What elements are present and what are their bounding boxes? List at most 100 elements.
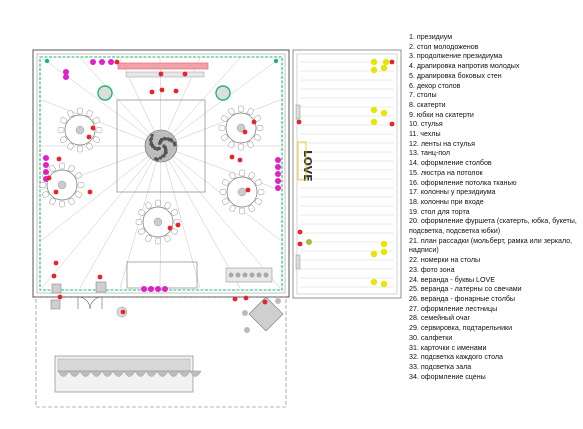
stage	[54, 355, 202, 393]
chair	[135, 219, 143, 225]
number-marker	[232, 296, 238, 302]
hall-inner-wall	[36, 53, 286, 294]
presidium-column-left	[97, 85, 113, 101]
legend-item: 24. веранда - буквы LOVE	[409, 275, 495, 284]
chandelier	[144, 129, 178, 163]
table-centerpiece	[236, 123, 246, 133]
ceiling-fabric-line	[160, 145, 281, 191]
number-marker	[46, 175, 52, 181]
chandelier-crystal	[163, 137, 168, 141]
lantern-marker	[380, 64, 388, 72]
number-marker	[51, 273, 57, 279]
chair	[137, 209, 146, 216]
chair	[247, 140, 254, 149]
buffet-decoration	[228, 272, 269, 278]
buffet-bouquet	[235, 272, 241, 278]
ribbon-marker	[43, 155, 49, 161]
number-marker	[86, 134, 92, 140]
chair	[59, 162, 65, 170]
legend-item: 15. люстра на потолок	[409, 168, 483, 177]
ribbon-marker	[275, 185, 281, 191]
chandelier-crystal	[149, 137, 154, 141]
chair	[74, 191, 83, 198]
entrance-doors	[77, 296, 103, 310]
legend-item: 33. подсветка зала	[409, 362, 472, 371]
table-centerpiece	[75, 125, 85, 135]
legend-item: 7. столы	[409, 91, 437, 100]
chair	[170, 228, 179, 235]
legend-item: 8. скатерти	[409, 100, 446, 109]
chair	[254, 198, 263, 205]
lantern-marker	[380, 248, 388, 256]
legend-item: 18. колонны при входе	[409, 197, 484, 206]
lantern-marker	[370, 250, 378, 258]
ribbon-marker	[275, 178, 281, 184]
chandelier-crystal	[163, 146, 167, 150]
number-marker	[243, 295, 249, 301]
number-marker	[297, 241, 303, 247]
chair	[155, 237, 161, 245]
pillar-decor-mid	[95, 281, 107, 293]
lantern-marker	[380, 240, 388, 248]
ceiling-fabric-line	[41, 145, 162, 241]
guest-tables	[39, 105, 265, 245]
number-marker	[262, 299, 268, 305]
number-marker	[389, 121, 395, 127]
chair	[86, 142, 93, 151]
lantern-marker	[370, 66, 378, 74]
dance-floor	[116, 99, 206, 193]
chair	[164, 201, 171, 210]
legend-item: 9. юбки на скатерти	[409, 110, 474, 119]
chair	[67, 142, 74, 151]
chair	[228, 107, 235, 116]
lantern-marker	[370, 58, 378, 66]
lantern-marker	[370, 106, 378, 114]
pillar-decor-bottom-left	[50, 299, 61, 310]
number-marker	[173, 88, 179, 94]
ceiling-fabric-line	[79, 145, 162, 289]
cake-table	[126, 261, 198, 289]
legend-item: 2. стол молодоженов	[409, 42, 479, 51]
legend-item: 17. колонны у президиума	[409, 188, 496, 197]
chair	[218, 125, 226, 131]
ribbon-marker	[155, 286, 161, 292]
chair	[77, 182, 85, 188]
number-marker	[90, 125, 96, 131]
guest-table	[57, 107, 103, 153]
chair	[86, 109, 93, 118]
legend-item: 14. оформление столбов	[409, 159, 492, 168]
photo-zone-marker	[306, 239, 312, 245]
chair	[221, 179, 230, 186]
number-marker	[159, 87, 165, 93]
ceiling-fabric-line	[160, 145, 281, 289]
chair	[239, 207, 245, 215]
guest-table	[39, 162, 85, 208]
chair	[248, 171, 255, 180]
chair	[92, 136, 101, 143]
ribbon-marker	[99, 59, 105, 65]
buffet-table	[225, 267, 273, 283]
table-centerpiece	[153, 217, 163, 227]
legend-item: 19. стол для торта	[409, 207, 470, 216]
buffet-bouquet	[228, 272, 234, 278]
ceiling-fabric-line	[41, 145, 162, 289]
veranda-floor-lines	[300, 61, 394, 288]
number-marker	[56, 156, 62, 162]
ceiling-fabric-line	[160, 57, 241, 147]
ribbon-marker	[275, 171, 281, 177]
chair	[95, 127, 103, 133]
chair	[238, 105, 244, 113]
chair	[253, 134, 262, 141]
chair	[49, 197, 56, 206]
buffet-bouquet	[249, 272, 255, 278]
ceiling-fabric-line	[160, 145, 201, 289]
legend-item: 21. план рассадки (мольберт, рамка или з…	[409, 236, 573, 255]
chandelier-crystal	[163, 151, 167, 155]
veranda-love-backing	[297, 141, 307, 181]
ribbon-marker	[141, 286, 147, 292]
chair	[59, 200, 65, 208]
lantern-marker	[382, 58, 390, 66]
chandelier-crystal	[167, 138, 171, 142]
number-marker	[296, 119, 302, 125]
chandelier-crystal	[170, 139, 174, 143]
